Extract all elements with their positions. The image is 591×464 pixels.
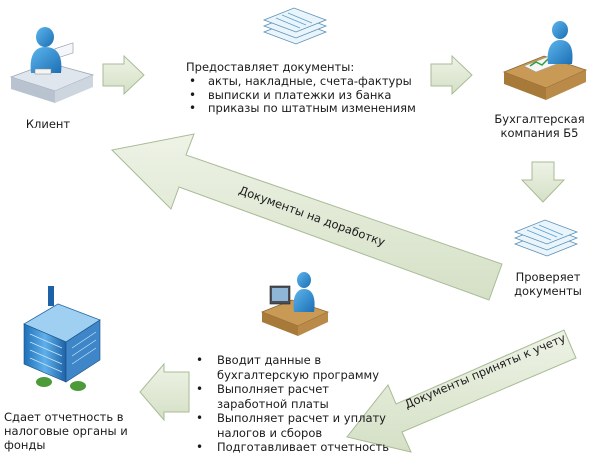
accountant-at-desk-icon: [502, 21, 588, 100]
action-item: Вводит данные в бухгалтерскую программу: [193, 353, 393, 382]
arrow-to-reports: [139, 362, 190, 422]
action-item: Выполняет расчет и уплату налогов и сбор…: [193, 411, 393, 440]
office-building-icon: [23, 286, 101, 391]
provides-block: Предоставляет документы: акты, накладные…: [186, 60, 426, 116]
checks-documents-label: Проверяет документы: [514, 270, 582, 298]
arrow-client-to-docs: [102, 54, 145, 96]
documents-stack-icon: [262, 7, 328, 45]
provides-item: выписки и платежки из банка: [186, 88, 426, 103]
actions-block: Вводит данные в бухгалтерскую программу …: [193, 353, 393, 455]
provides-list: акты, накладные, счета-фактуры выписки и…: [186, 74, 426, 116]
reports-label: Сдает отчетность в налоговые органы и фо…: [4, 410, 128, 452]
provides-title: Предоставляет документы:: [186, 60, 355, 74]
provides-item: акты, накладные, счета-фактуры: [186, 74, 426, 89]
documents-stack-icon: [513, 219, 579, 257]
person-at-desk-icon: [9, 27, 95, 103]
arrow-docs-to-accounting: [430, 54, 473, 96]
actions-list: Вводит данные в бухгалтерскую программу …: [193, 353, 393, 455]
accounting-company-label: Бухгалтерская компания Б5: [494, 112, 585, 140]
client-label: Клиент: [25, 117, 71, 131]
operator-at-computer-icon: [260, 272, 330, 336]
arrow-accounting-to-check: [520, 161, 566, 203]
action-item: Выполняет расчет заработной платы: [193, 382, 393, 411]
action-item: Подготавливает отчетность: [193, 440, 393, 455]
rework-arrow: [110, 133, 503, 301]
provides-item: приказы по штатным изменениям: [186, 101, 426, 116]
